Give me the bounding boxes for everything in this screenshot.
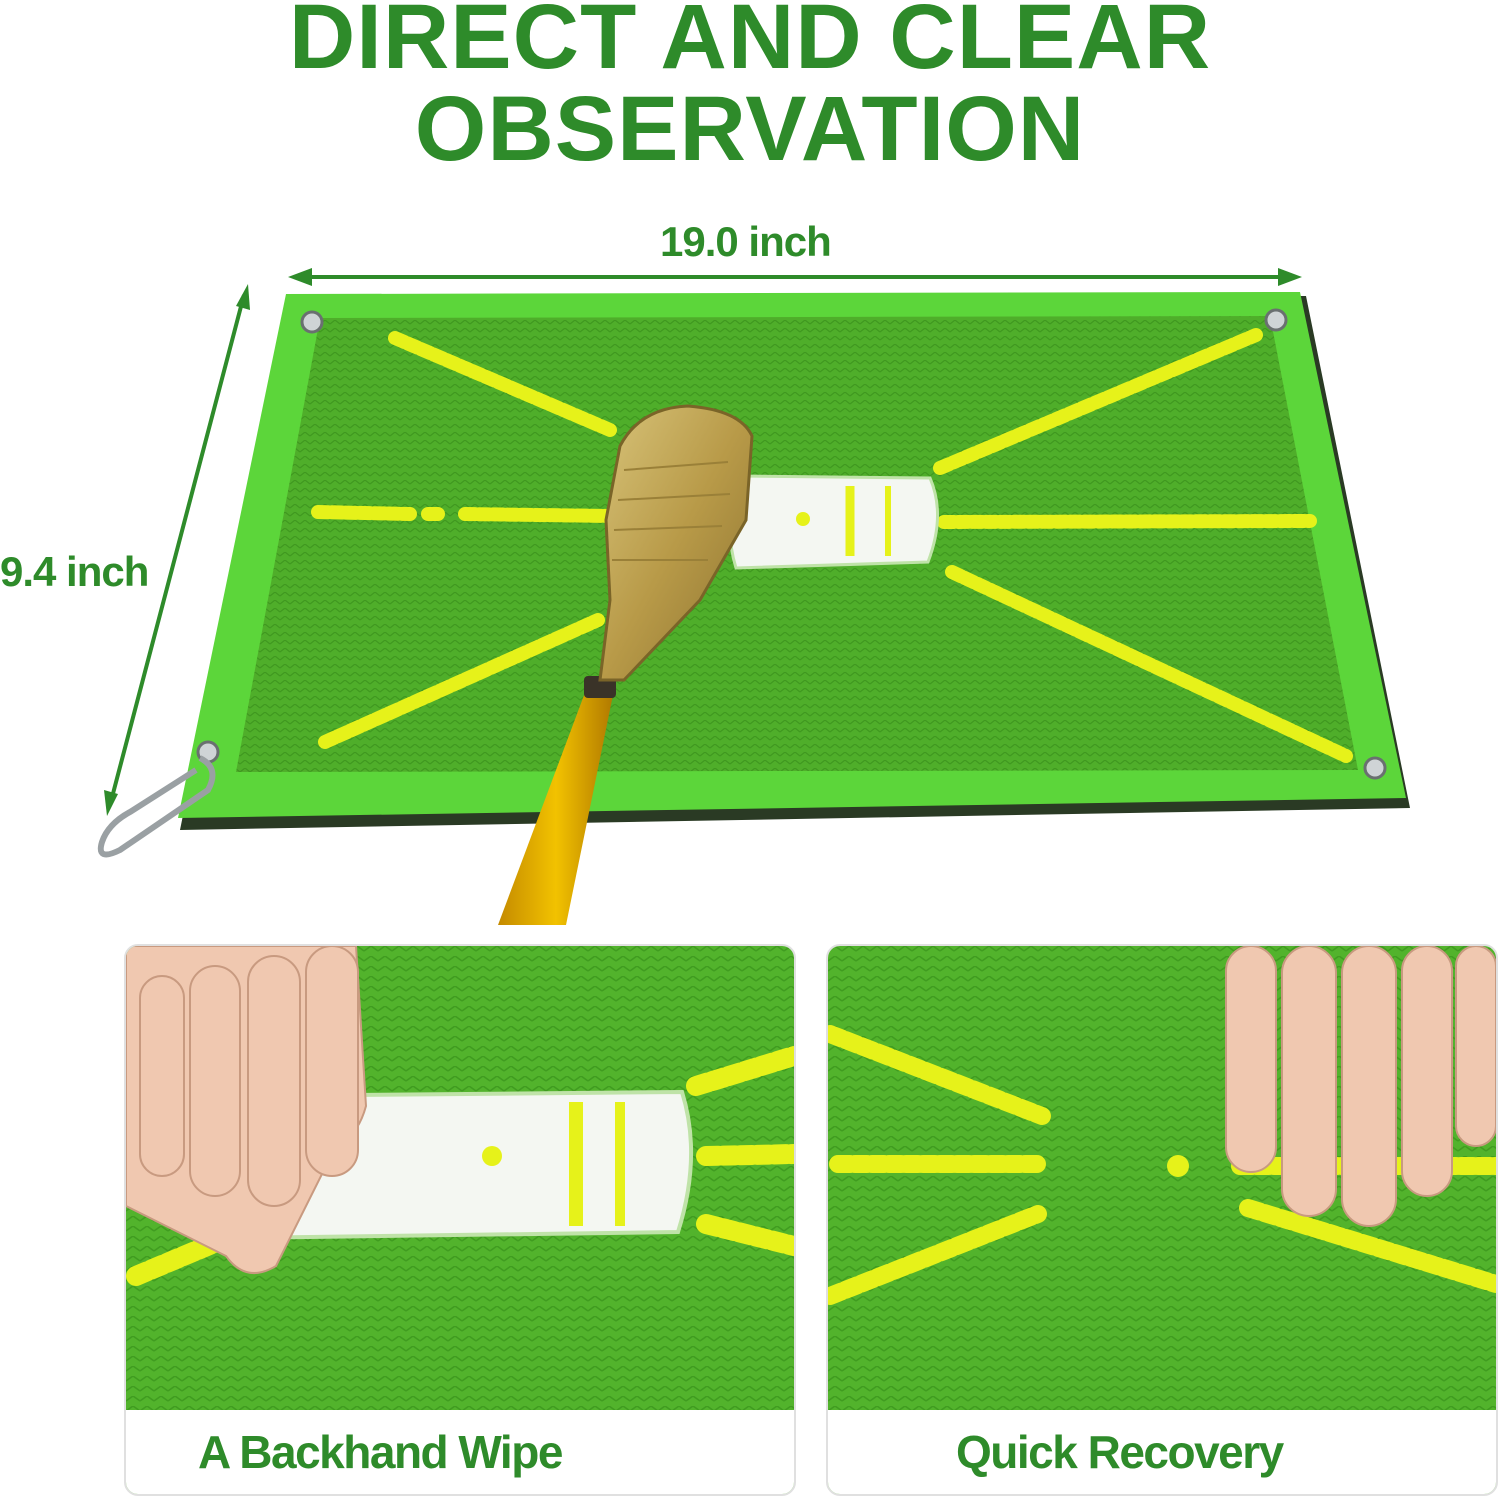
divot-mark: [728, 474, 939, 570]
quick-recovery-caption: Quick Recovery: [956, 1426, 1284, 1478]
swing-guide-lines: [311, 328, 1353, 763]
carabiner-clip: [97, 755, 216, 858]
hand-illustration: [126, 946, 368, 1275]
backhand-wipe-photo: [126, 946, 794, 1494]
backhand-wipe-panel: A Backhand Wipe: [124, 944, 796, 1496]
hand-illustration: [1225, 946, 1496, 1227]
height-dimension-label: 9.4 inch: [0, 548, 149, 595]
panel-caption: Quick Recovery: [828, 1410, 1496, 1494]
height-arrow: [104, 284, 250, 816]
headline-line-2: OBSERVATION: [414, 78, 1086, 180]
panel-caption: A Backhand Wipe: [126, 1410, 794, 1494]
width-arrow: [288, 268, 1302, 286]
golf-club-illustration: [498, 404, 754, 925]
golf-mat-illustration: [97, 268, 1410, 925]
quick-recovery-panel: Quick Recovery: [826, 944, 1498, 1496]
headline-line-1: DIRECT AND CLEAR: [288, 0, 1212, 88]
backhand-wipe-caption: A Backhand Wipe: [198, 1426, 563, 1478]
width-dimension-label: 19.0 inch: [660, 218, 832, 265]
quick-recovery-photo: [828, 946, 1496, 1494]
